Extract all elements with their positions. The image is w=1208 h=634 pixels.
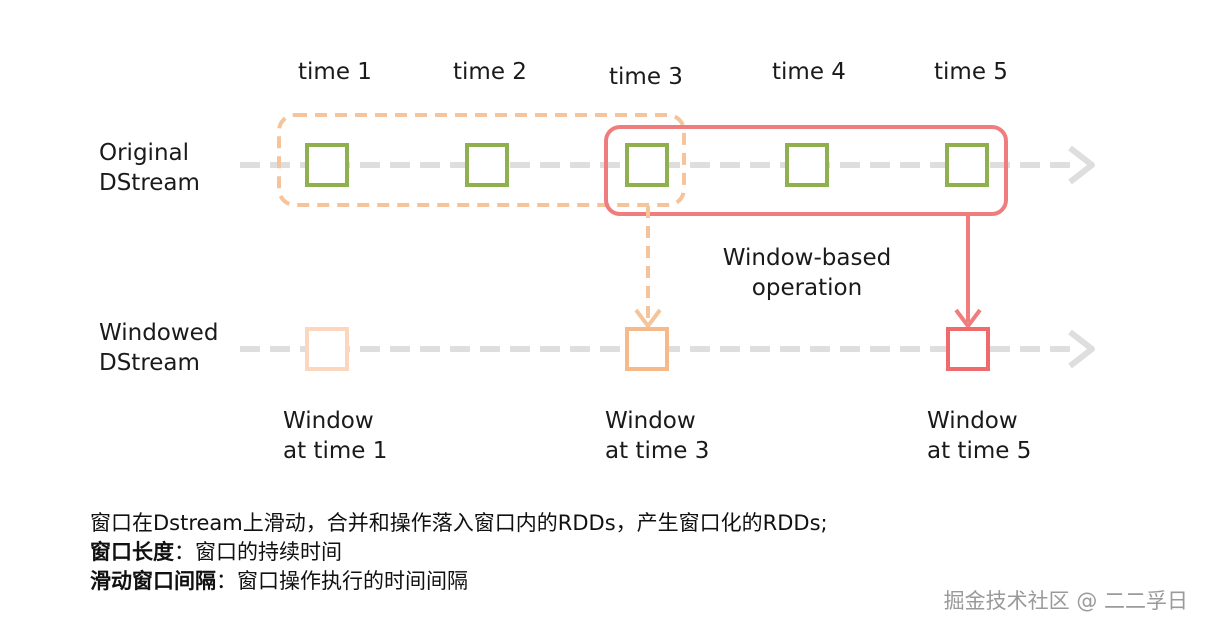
time-label-5: time 5 <box>934 59 1008 85</box>
windowed-dstream-label-line1: Windowed <box>99 320 219 346</box>
window-based-operation-label: Window-based operation <box>722 243 892 303</box>
original-dstream-label: Original DStream <box>99 138 200 198</box>
slide-interval-term: 滑动窗口间隔 <box>90 569 216 593</box>
time-label-1: time 1 <box>298 59 372 85</box>
windowed-rdd-time-1 <box>305 327 349 371</box>
window-5-label-line2: at time 5 <box>927 438 1032 464</box>
window-at-time-3-outline <box>277 113 686 207</box>
windowed-rdd-time-5 <box>946 327 990 371</box>
window-at-time-5-outline <box>604 125 1008 216</box>
window-1-label-line2: at time 1 <box>283 438 388 464</box>
original-dstream-label-line2: DStream <box>99 170 200 196</box>
rdd-time-2 <box>465 143 509 187</box>
rdd-time-5 <box>945 143 989 187</box>
time-label-3: time 3 <box>609 64 683 90</box>
window-1-label-line1: Window <box>283 408 374 434</box>
operation-label-line2: operation <box>751 275 863 301</box>
window-at-time-1-label: Window at time 1 <box>283 406 387 466</box>
window-3-label-line2: at time 3 <box>605 438 710 464</box>
window-length-term: 窗口长度 <box>90 540 174 564</box>
description-line-2: 窗口长度：窗口的持续时间 <box>90 537 342 567</box>
windowed-stream-arrowhead <box>1068 329 1095 369</box>
slide-interval-definition: 窗口操作执行的时间间隔 <box>237 569 468 593</box>
rdd-time-1 <box>305 143 349 187</box>
windowed-dstream-label: Windowed DStream <box>99 318 218 378</box>
time-label-2: time 2 <box>453 59 527 85</box>
windowed-rdd-time-3 <box>625 327 669 371</box>
operation-label-line1: Window-based <box>722 245 892 271</box>
window-3-label-line1: Window <box>605 408 696 434</box>
watermark: 掘金技术社区 @ 二二孚日 <box>943 589 1188 613</box>
rdd-time-4 <box>785 143 829 187</box>
window-length-separator: ： <box>174 540 195 564</box>
window-at-time-3-label: Window at time 3 <box>605 406 709 466</box>
window-at-time-5-label: Window at time 5 <box>927 406 1031 466</box>
description-line-3: 滑动窗口间隔：窗口操作执行的时间间隔 <box>90 566 468 596</box>
window-5-label-line1: Window <box>927 408 1018 434</box>
original-dstream-label-line1: Original <box>99 140 190 166</box>
window-3-arrowhead <box>634 308 662 330</box>
description-line-1: 窗口在Dstream上滑动，合并和操作落入窗口内的RDDs，产生窗口化的RDDs… <box>90 511 828 535</box>
window-5-arrowhead <box>954 308 982 330</box>
time-label-4: time 4 <box>772 59 846 85</box>
windowed-dstream-label-line2: DStream <box>99 350 200 376</box>
slide-interval-separator: ： <box>216 569 237 593</box>
window-length-definition: 窗口的持续时间 <box>195 540 342 564</box>
original-stream-arrowhead <box>1068 145 1095 185</box>
rdd-time-3 <box>625 143 669 187</box>
